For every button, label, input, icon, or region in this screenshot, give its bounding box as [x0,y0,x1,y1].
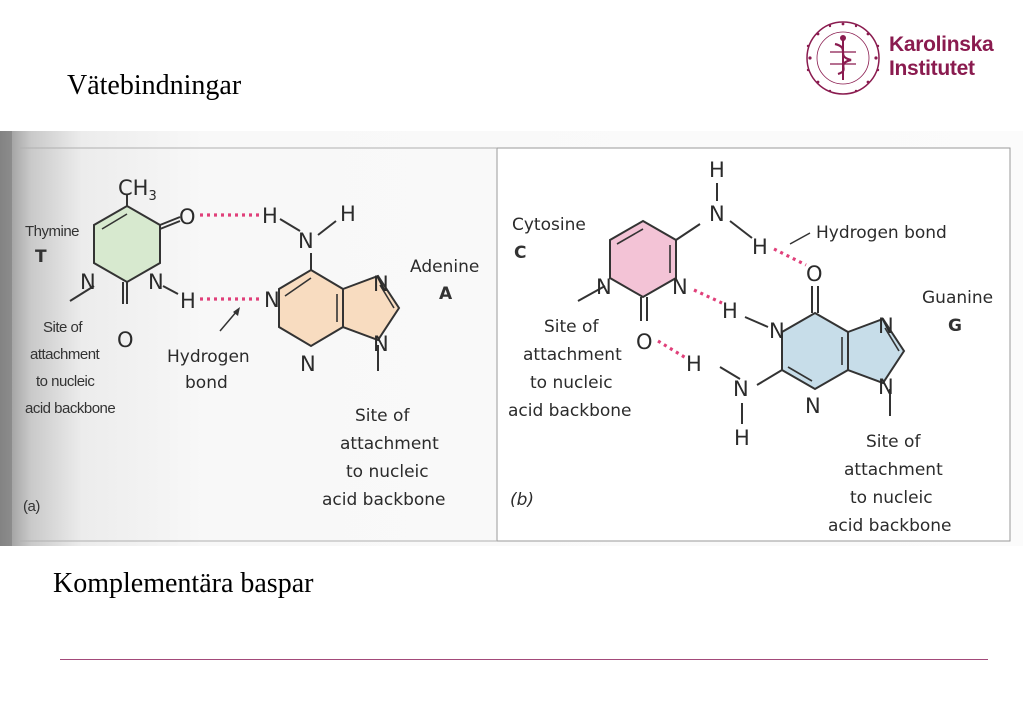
cytosine-letter: C [514,243,526,263]
cytosine-site-line3: to nucleic [530,373,613,393]
thymine-oxygen-top: O [179,205,196,229]
guanine-amino-h-left: H [686,352,702,376]
thymine-n3: N [148,270,164,294]
guanine-carbonyl-o: O [806,262,823,286]
panel-b-tag: (b) [510,490,534,510]
hbond-label-a-line1: Hydrogen [167,347,250,367]
panel-b: N N O N H H Cytosine C Hydrogen bond O [508,158,993,536]
cytosine-name: Cytosine [512,215,586,235]
cytosine-amino-n: N [709,202,725,226]
guanine-n3: N [805,394,821,418]
logo-wordmark-line1: Karolinska [889,33,994,56]
cytosine-n1: N [596,275,612,299]
adenine-amino-n: N [298,229,314,253]
thymine-n1: N [80,270,96,294]
adenine-n7: N [373,272,389,296]
guanine-site-line3: to nucleic [850,488,933,508]
adenine-n3: N [300,352,316,376]
thymine-site-line1: Site of [43,319,83,336]
logo-wordmark-line2: Institutet [889,57,975,80]
panel-a: CH3 O N N O H Thymine T H N H N [23,176,479,515]
thymine-oxygen-bottom: O [117,328,134,352]
slide-title: Vätebindningar [67,70,242,101]
adenine-n9: N [373,332,389,356]
guanine-name: Guanine [922,288,993,308]
guanine-site-line1: Site of [866,432,921,452]
hbond-n-h [693,288,723,305]
hbond-label-a-line2: bond [185,373,228,393]
cytosine-site-line2: attachment [523,345,622,365]
thymine-site-line3: to nucleic [36,373,95,390]
thymine-h: H [180,289,196,313]
guanine-site-line4: acid backbone [828,516,952,536]
adenine-n1: N [264,288,280,312]
hbond-h-o [773,247,807,267]
panel-a-tag: (a) [23,498,40,515]
adenine-amino-h-right: H [340,202,356,226]
karolinska-logo: Karolinska Institutet [800,18,1000,98]
base-pair-diagram: CH3 O N N O H Thymine T H N H N [0,131,1023,546]
cytosine-amino-h-right: H [752,235,768,259]
guanine-n7: N [878,314,894,338]
thymine-name: Thymine [25,223,79,240]
footer-divider [60,659,988,660]
adenine-name: Adenine [410,257,479,277]
cytosine-site-line1: Site of [544,317,599,337]
slide-subtitle: Komplementära baspar [53,568,314,599]
guanine-amino-h-bottom: H [734,426,750,450]
adenine-site-line1: Site of [355,406,410,426]
guanine-letter: G [948,316,962,336]
guanine-n1: N [769,319,785,343]
thymine-site-line2: attachment [30,346,101,363]
cytosine-site-line4: acid backbone [508,401,632,421]
base-pair-figure: CH3 O N N O H Thymine T H N H N [0,131,1023,546]
thymine-site-line4: acid backbone [25,400,115,417]
methyl-group: CH3 [118,176,157,204]
cytosine-amino-h-top: H [709,158,725,182]
cytosine-n3: N [672,275,688,299]
cytosine-oxygen: O [636,330,653,354]
adenine-site-line3: to nucleic [346,462,429,482]
thymine-letter: T [35,247,47,267]
hbond-o-h-b [657,339,687,360]
adenine-site-line2: attachment [340,434,439,454]
hbond-label-b: Hydrogen bond [816,223,947,243]
guanine-n1-h: H [722,299,738,323]
guanine-amino-n: N [733,377,749,401]
ki-seal-icon [806,21,880,95]
adenine-site-line4: acid backbone [322,490,446,510]
guanine-n9: N [878,375,894,399]
adenine-letter: A [439,284,453,304]
adenine-amino-h-left: H [262,204,278,228]
guanine-site-line2: attachment [844,460,943,480]
